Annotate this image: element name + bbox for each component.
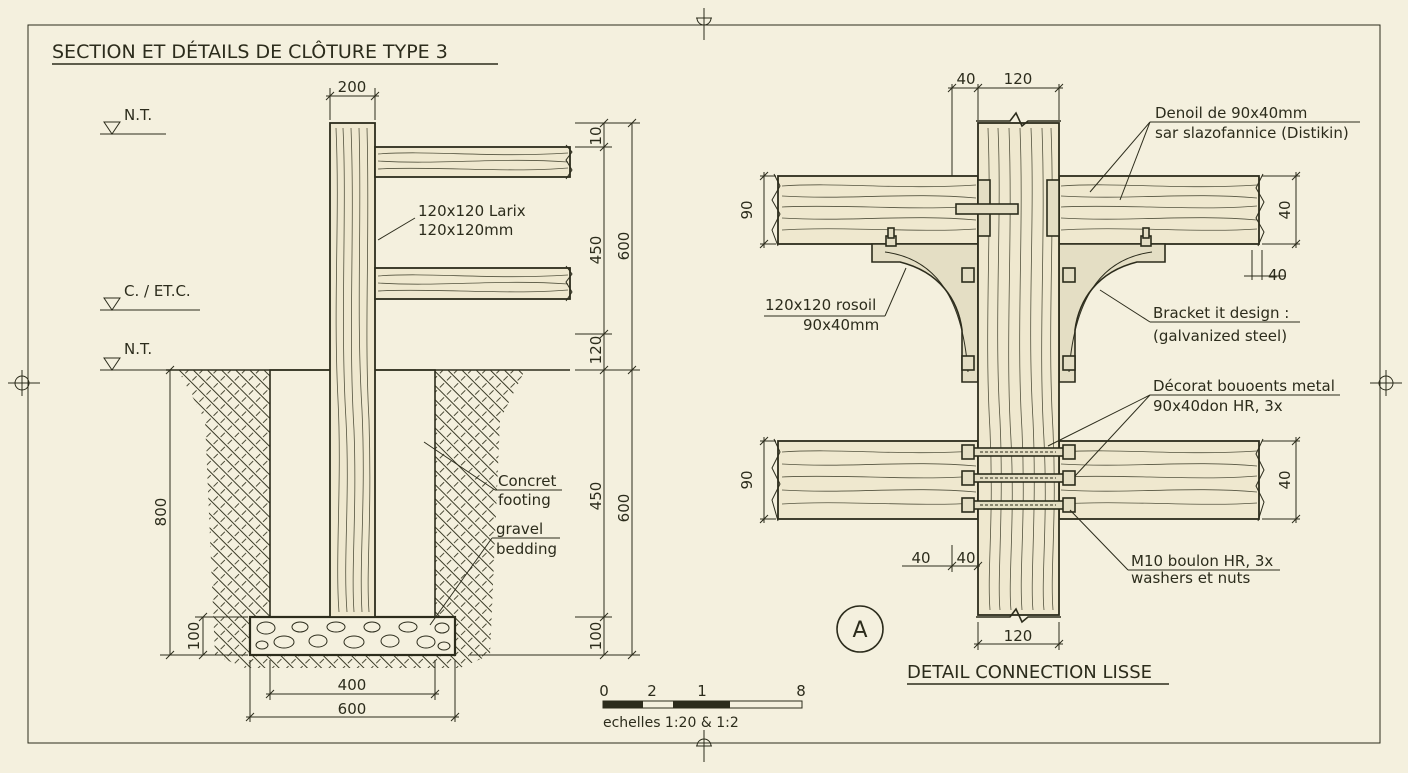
bracket-left-inner [884, 251, 969, 373]
concrete-label-1: Concret [498, 472, 556, 490]
bracket-left [871, 243, 979, 383]
detail-bracket-label-1: Bracket it design : [1153, 304, 1289, 322]
lower-bolts [961, 444, 1076, 513]
dim-footing-width: 400 [338, 676, 367, 694]
registration-marks [8, 8, 1402, 762]
detail-dim-top [947, 83, 1064, 176]
detail-dim-bottom-40a: 40 [911, 549, 930, 567]
detail-dim-bottom [902, 545, 1064, 650]
scale-tick-3: 8 [796, 682, 806, 700]
dim-below-total: 600 [615, 494, 633, 523]
break-lower-left [771, 438, 781, 522]
middle-rail-break [565, 265, 573, 302]
level-nt-ground-label: N.T. [124, 340, 152, 358]
dim-rail-spacing: 450 [587, 236, 605, 265]
dim-footing-depth: 450 [587, 482, 605, 511]
detail-top-rail-label-2: sar slazofannice (Distikin) [1155, 124, 1349, 142]
lower-rail-left [777, 440, 979, 520]
detail-dim-bottom-40b: 40 [956, 549, 975, 567]
detail-dim-left-90-bottom: 90 [738, 470, 756, 489]
fence-section: N.T. C. / ET.C. N.T. [100, 78, 640, 722]
detail-dim-right-upper [1244, 171, 1301, 280]
gravel-label-2: bedding [496, 540, 557, 558]
detail-dim-left-upper [759, 171, 776, 249]
plate-right [1046, 179, 1060, 237]
detail-decor-label-2: 90x40don HR, 3x [1153, 397, 1283, 415]
dim-right-chain [470, 118, 640, 660]
detail-leaders [764, 121, 1360, 571]
dim-hole-depth: 800 [152, 498, 170, 527]
dim-post-width [325, 88, 380, 120]
level-c-etc: C. / ET.C. [100, 282, 200, 311]
detail-bracket-label-2: (galvanized steel) [1153, 327, 1287, 345]
gravel-label-1: gravel [496, 520, 543, 538]
break-upper-right [1255, 173, 1265, 247]
upper-rail-right [1058, 175, 1260, 245]
detail-rail-left-label-1: 120x120 rosoil [765, 296, 876, 314]
level-nt-top-label: N.T. [124, 106, 152, 124]
scale-caption: echelles 1:20 & 1:2 [603, 715, 739, 731]
detail-top-rail-label-1: Denoil de 90x40mm [1155, 104, 1307, 122]
post-bottom-break [976, 607, 1061, 624]
scale-tick-0: 0 [599, 682, 609, 700]
detail-callout-letter: A [852, 618, 867, 643]
lower-rail-right [1058, 440, 1260, 520]
dim-post-width-label: 200 [338, 78, 367, 96]
dim-left-chain [160, 365, 248, 660]
scale-bar: 0 2 1 8 echelles 1:20 & 1:2 [599, 682, 806, 731]
detail-dim-top-120: 120 [1004, 70, 1033, 88]
break-upper-left [771, 173, 781, 247]
detail-title: DETAIL CONNECTION LISSE [907, 662, 1152, 683]
dim-above-ground: 120 [587, 336, 605, 365]
dim-top-gap: 10 [587, 126, 605, 145]
dim-gravel-left: 100 [185, 622, 203, 651]
detail-bolt-label-1: M10 boulon HR, 3x [1131, 552, 1273, 570]
top-bolt [955, 203, 1019, 215]
detail-dim-top-40: 40 [956, 70, 975, 88]
detail-dim-right-lower [1262, 436, 1301, 524]
soil-hatch [178, 370, 525, 668]
dim-upper-total: 600 [615, 232, 633, 261]
connection-detail: 40 120 90 40 40 90 [738, 70, 1360, 685]
detail-dim-bottom-120: 120 [1004, 627, 1033, 645]
rail-grain [377, 152, 569, 293]
upper-rail-left [777, 175, 979, 245]
concrete-label-2: footing [498, 491, 551, 509]
post-label-2: 120x120mm [418, 221, 513, 239]
detail-callout-circle [836, 605, 884, 653]
break-lower-right [1255, 438, 1265, 522]
detail-dim-right-40-bottom: 40 [1276, 470, 1294, 489]
detail-dim-right-40-small: 40 [1268, 266, 1287, 284]
top-rail-break [565, 144, 573, 180]
detail-dim-left-90-top: 90 [738, 200, 756, 219]
dim-gravel-right: 100 [587, 622, 605, 651]
dim-hole-width: 600 [338, 700, 367, 718]
detail-rail-left-label-2: 90x40mm [803, 316, 879, 334]
detail-dim-right-40-top: 40 [1276, 200, 1294, 219]
post-top-break [976, 111, 1061, 128]
detail-decor-label-1: Décorat bouoents metal [1153, 377, 1335, 395]
detail-rail-grain [781, 184, 1258, 505]
page-title: SECTION ET DÉTAILS DE CLÔTURE TYPE 3 [52, 39, 448, 63]
detail-bolt-label-2: washers et nuts [1131, 569, 1251, 587]
level-nt-top: N.T. [100, 106, 166, 135]
scale-tick-2: 1 [697, 682, 707, 700]
post-grain [335, 127, 371, 613]
middle-rail [374, 267, 571, 300]
post-label-1: 120x120 Larix [418, 202, 526, 220]
level-nt-ground: N.T. [100, 340, 166, 371]
scale-tick-1: 2 [647, 682, 657, 700]
level-c-etc-label: C. / ET.C. [124, 282, 191, 300]
bracket-bolts [885, 227, 1152, 371]
bracket-right [1058, 243, 1166, 383]
gravel-stones [255, 621, 451, 651]
detail-dim-left-lower [759, 436, 776, 524]
dim-bottom-chain [245, 660, 460, 722]
bracket-right-inner [1068, 251, 1153, 373]
